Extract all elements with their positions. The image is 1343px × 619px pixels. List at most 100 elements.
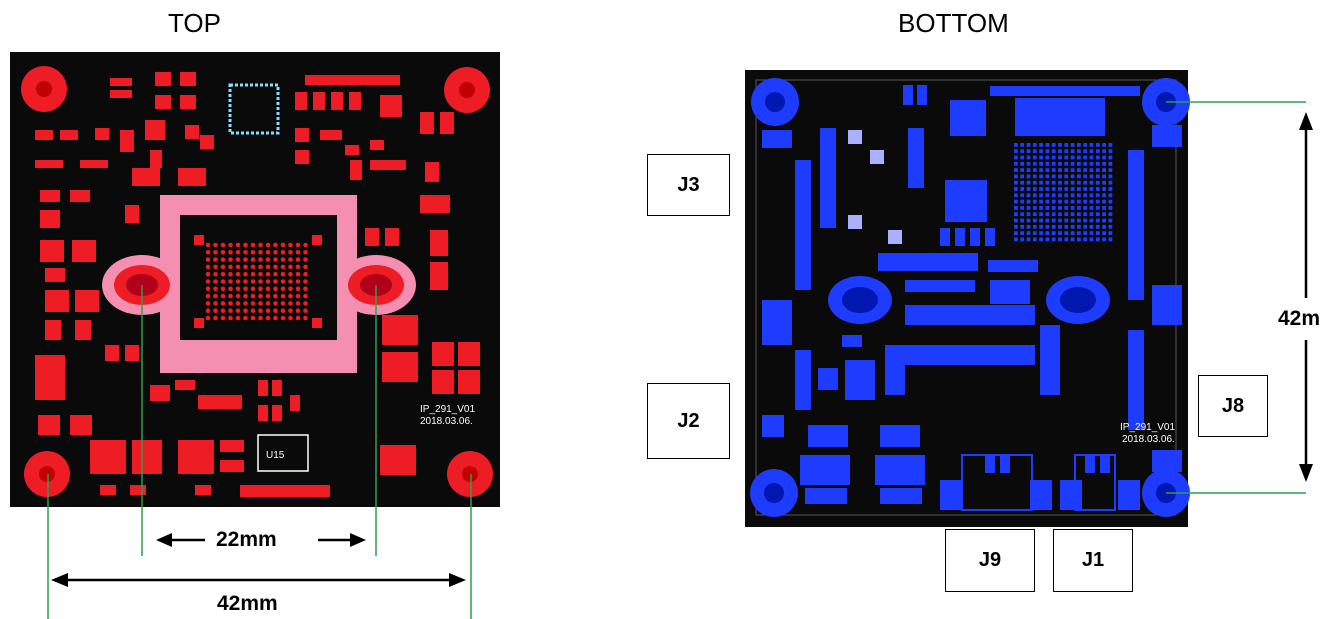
- bga-pad: [1026, 149, 1031, 154]
- bga-pad: [1032, 180, 1037, 185]
- bga-pad: [1064, 224, 1069, 229]
- bga-ball: [220, 257, 226, 262]
- bga-pad: [1089, 224, 1094, 229]
- bga-pad: [1089, 143, 1094, 147]
- bga-pad: [1020, 161, 1025, 166]
- bga-ball: [243, 257, 248, 262]
- bga-ball: [295, 308, 301, 314]
- bga-ball: [273, 250, 278, 255]
- bga-pad: [1070, 168, 1075, 172]
- bga-pad: [1095, 149, 1100, 154]
- bga-pad: [1039, 224, 1043, 229]
- bga-pad: [1089, 218, 1094, 223]
- bga-ball: [280, 257, 286, 262]
- bga-pad: [1020, 231, 1025, 235]
- bga-pad: [1070, 206, 1075, 210]
- bga-pad: [1039, 143, 1043, 147]
- bga-pad: [1102, 143, 1106, 147]
- top-mounting-holes: [21, 66, 493, 497]
- top-board: U15 IP_291_V01 2018.03.06.: [10, 52, 500, 507]
- bga-pad: [1032, 212, 1037, 217]
- bga-pad: [1045, 224, 1050, 229]
- bga-pad: [1102, 161, 1106, 166]
- bga-pad: [1070, 149, 1075, 154]
- bga-pad: [1095, 180, 1100, 185]
- bga-pad: [1026, 237, 1031, 242]
- bga-pad: [1108, 212, 1113, 217]
- bga-ball: [250, 279, 256, 284]
- bga-pad: [1077, 187, 1081, 191]
- bga-pad: [1095, 218, 1100, 223]
- bga-ball: [220, 315, 226, 321]
- bga-ball: [303, 293, 308, 299]
- bga-pad: [1032, 143, 1037, 147]
- bga-pad: [1051, 237, 1056, 242]
- bga-pad: [1064, 168, 1069, 172]
- bga-pad: [1039, 231, 1043, 235]
- bga-pad: [1039, 149, 1043, 154]
- bottom-board-label-2: 2018.03.06.: [1122, 434, 1175, 445]
- bga-ball: [265, 250, 271, 255]
- bga-ball: [303, 264, 308, 270]
- bga-pad: [1058, 168, 1062, 172]
- bga-pad: [1070, 218, 1075, 223]
- bga-pad: [1039, 174, 1043, 179]
- bga-pad: [1083, 174, 1088, 179]
- bga-ball: [220, 250, 226, 255]
- bga-ball: [273, 286, 278, 292]
- bga-ball: [303, 242, 308, 248]
- bga-ball: [258, 293, 263, 299]
- bga-pad: [1058, 199, 1062, 204]
- bga-pad: [1026, 218, 1031, 223]
- bga-ball: [243, 301, 248, 306]
- bga-ball: [288, 293, 293, 299]
- bga-pad: [1077, 212, 1081, 217]
- bga-pad: [1102, 174, 1106, 179]
- bga-ball: [303, 308, 308, 314]
- bga-pad: [1070, 199, 1075, 204]
- bga-pad: [1083, 206, 1088, 210]
- bga-pad: [1102, 187, 1106, 191]
- bga-pad: [1014, 218, 1018, 223]
- bga-pad: [1102, 231, 1106, 235]
- bga-pad: [1014, 187, 1018, 191]
- bga-ball: [235, 301, 241, 306]
- bga-pad: [1102, 218, 1106, 223]
- bga-pad: [1089, 161, 1094, 166]
- bga-pad: [1095, 143, 1100, 147]
- bga-pad: [1032, 168, 1037, 172]
- bga-ball: [213, 250, 218, 255]
- bga-pad: [1020, 218, 1025, 223]
- bga-pad: [1077, 155, 1081, 160]
- bga-pad: [1014, 149, 1018, 154]
- bga-pad: [1045, 180, 1050, 185]
- bga-ball: [220, 301, 226, 306]
- bga-ball: [250, 301, 256, 306]
- bga-ball: [228, 264, 233, 270]
- bottom-mounting-holes: [750, 78, 1190, 517]
- bga-ball: [280, 293, 286, 299]
- connector-j1-box: J1: [1053, 529, 1133, 592]
- bga-pad: [1051, 193, 1056, 198]
- bga-pad: [1014, 155, 1018, 160]
- bga-pad: [1077, 237, 1081, 242]
- bga-ball: [213, 301, 218, 306]
- bga-pad: [1051, 231, 1056, 235]
- bga-pad: [1077, 143, 1081, 147]
- bottom-board: IP_291_V01 2018.03.06.: [745, 70, 1190, 527]
- top-dim-inner-label: 22mm: [216, 528, 277, 551]
- bga-ball: [228, 271, 233, 277]
- bga-ball: [295, 264, 301, 270]
- bga-ball: [220, 279, 226, 284]
- bga-ball: [235, 308, 241, 314]
- bga-pad: [1032, 193, 1037, 198]
- bga-ball: [258, 242, 263, 248]
- bga-pad: [1070, 174, 1075, 179]
- bga-ball: [280, 279, 286, 284]
- bga-pad: [1089, 199, 1094, 204]
- bga-ball: [213, 279, 218, 284]
- top-dim-outer-label: 42mm: [217, 592, 278, 615]
- bga-pad: [1083, 168, 1088, 172]
- bga-pad: [1102, 199, 1106, 204]
